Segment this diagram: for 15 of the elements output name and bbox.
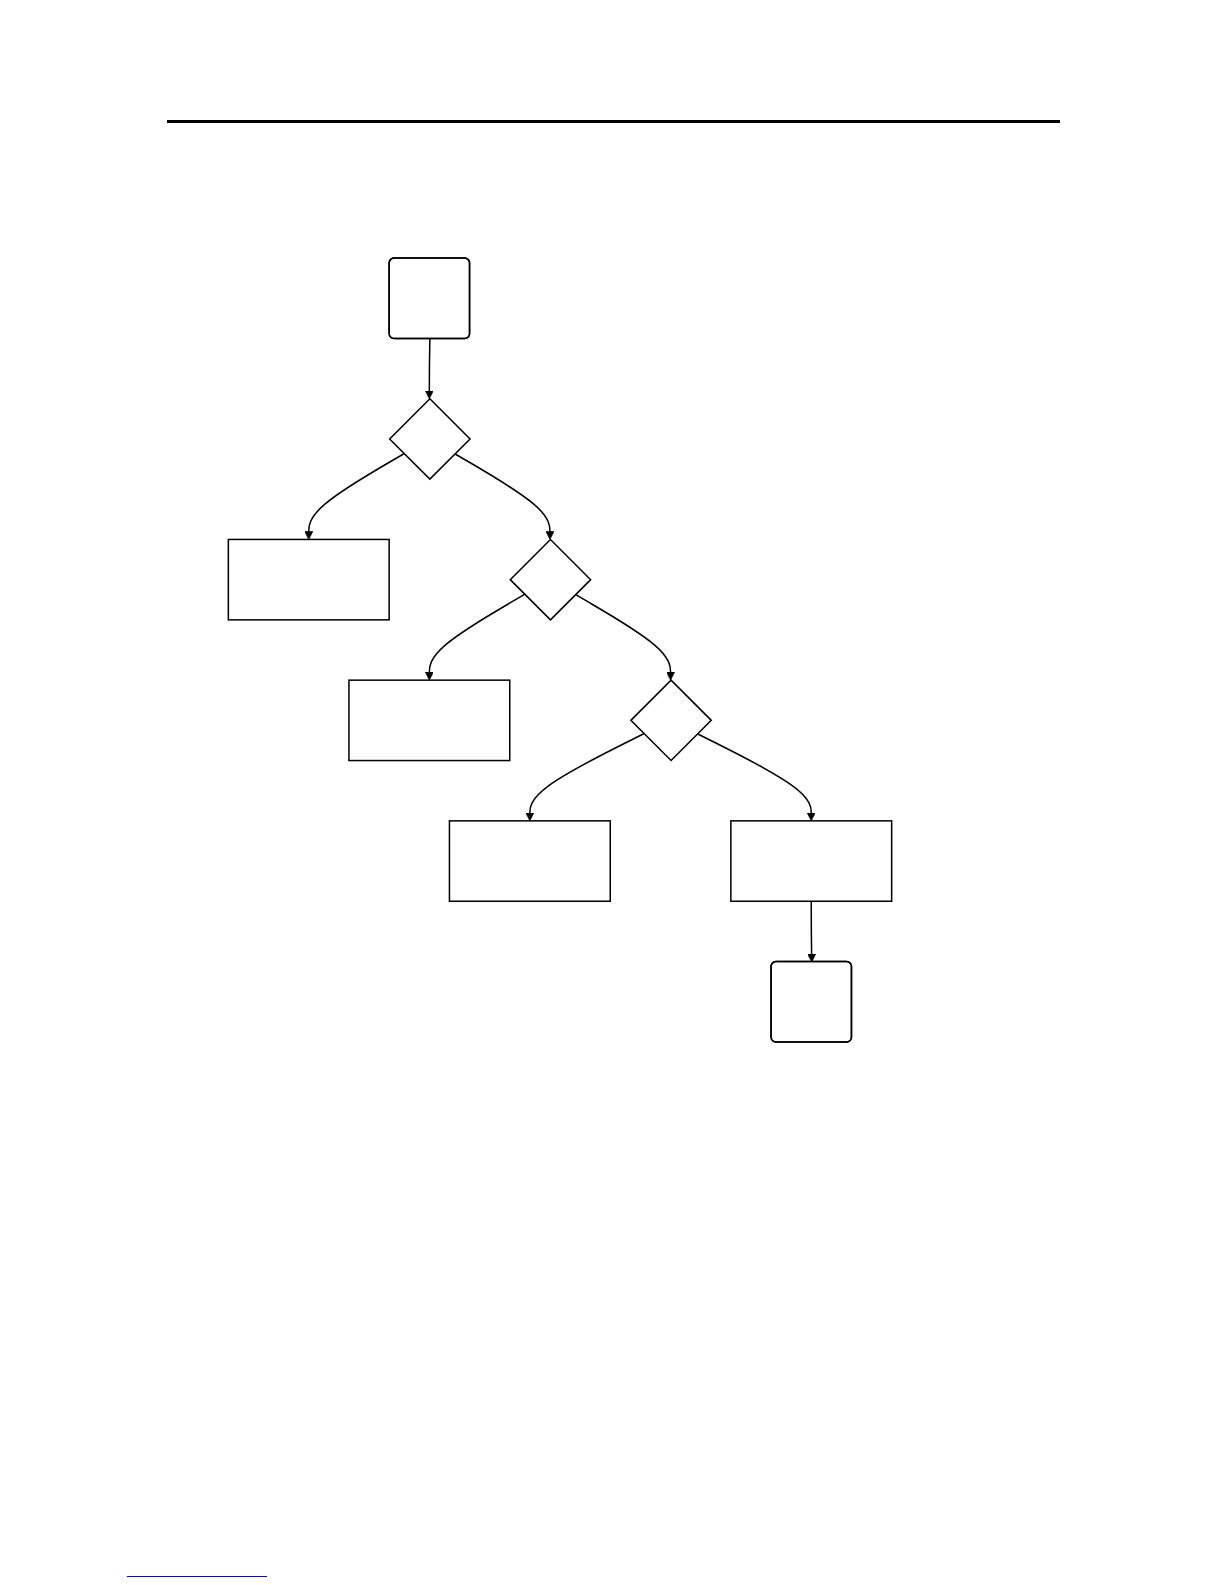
- node-box: [448, 820, 611, 902]
- node-diamond: [509, 538, 592, 621]
- arrow: [574, 593, 675, 681]
- arrow: [424, 338, 434, 400]
- node-box: [730, 820, 893, 902]
- node-box: [348, 679, 511, 762]
- node-diamond: [629, 679, 713, 762]
- arrow: [525, 733, 645, 822]
- node-box: [227, 538, 390, 621]
- arrow: [696, 733, 816, 822]
- arrow: [807, 900, 817, 963]
- arrow: [304, 453, 405, 540]
- node-diamond: [388, 397, 472, 481]
- arrow: [424, 593, 526, 681]
- arrow: [454, 453, 555, 540]
